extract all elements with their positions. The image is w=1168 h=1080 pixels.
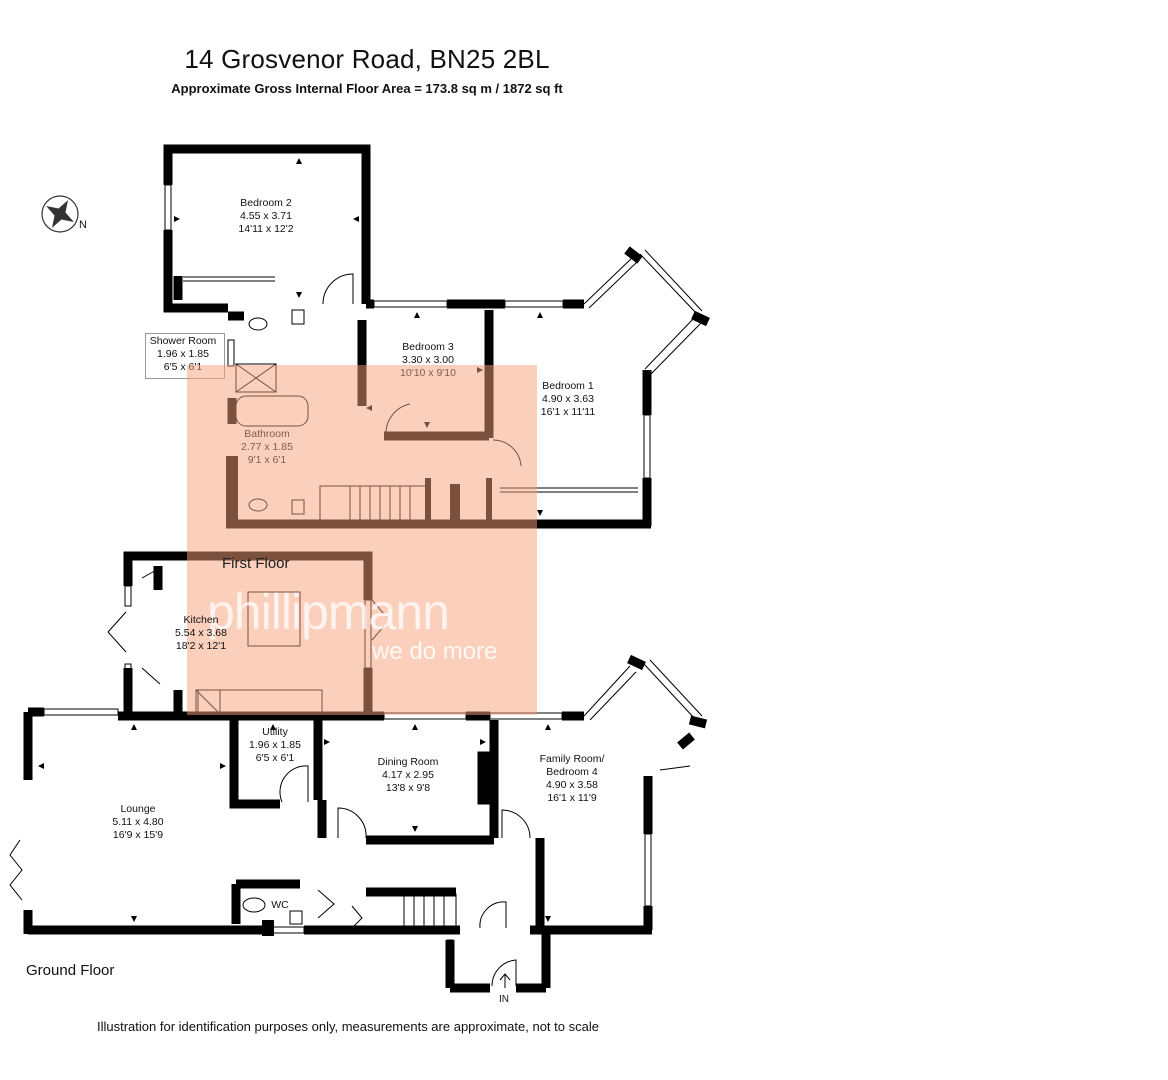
compass-north-label: N <box>79 219 87 231</box>
watermark-tagline: we do more <box>372 638 498 665</box>
room-label-wc: WC <box>271 899 289 911</box>
plan-title: 14 Grosvenor Road, BN25 2BL <box>184 44 550 74</box>
disclaimer-text: Illustration for identification purposes… <box>97 1019 599 1034</box>
floor-area-subtitle: Approximate Gross Internal Floor Area = … <box>171 81 563 96</box>
compass-rose-icon <box>41 195 79 233</box>
entrance-label: IN <box>499 994 509 1005</box>
ground-floor-label: Ground Floor <box>26 962 115 979</box>
first-floor-label: First Floor <box>222 555 290 572</box>
ground-floor-posts <box>262 756 488 936</box>
watermark-overlay <box>187 365 537 715</box>
watermark-brand: phillipmann <box>207 584 450 640</box>
first-floor-windows <box>164 184 703 479</box>
